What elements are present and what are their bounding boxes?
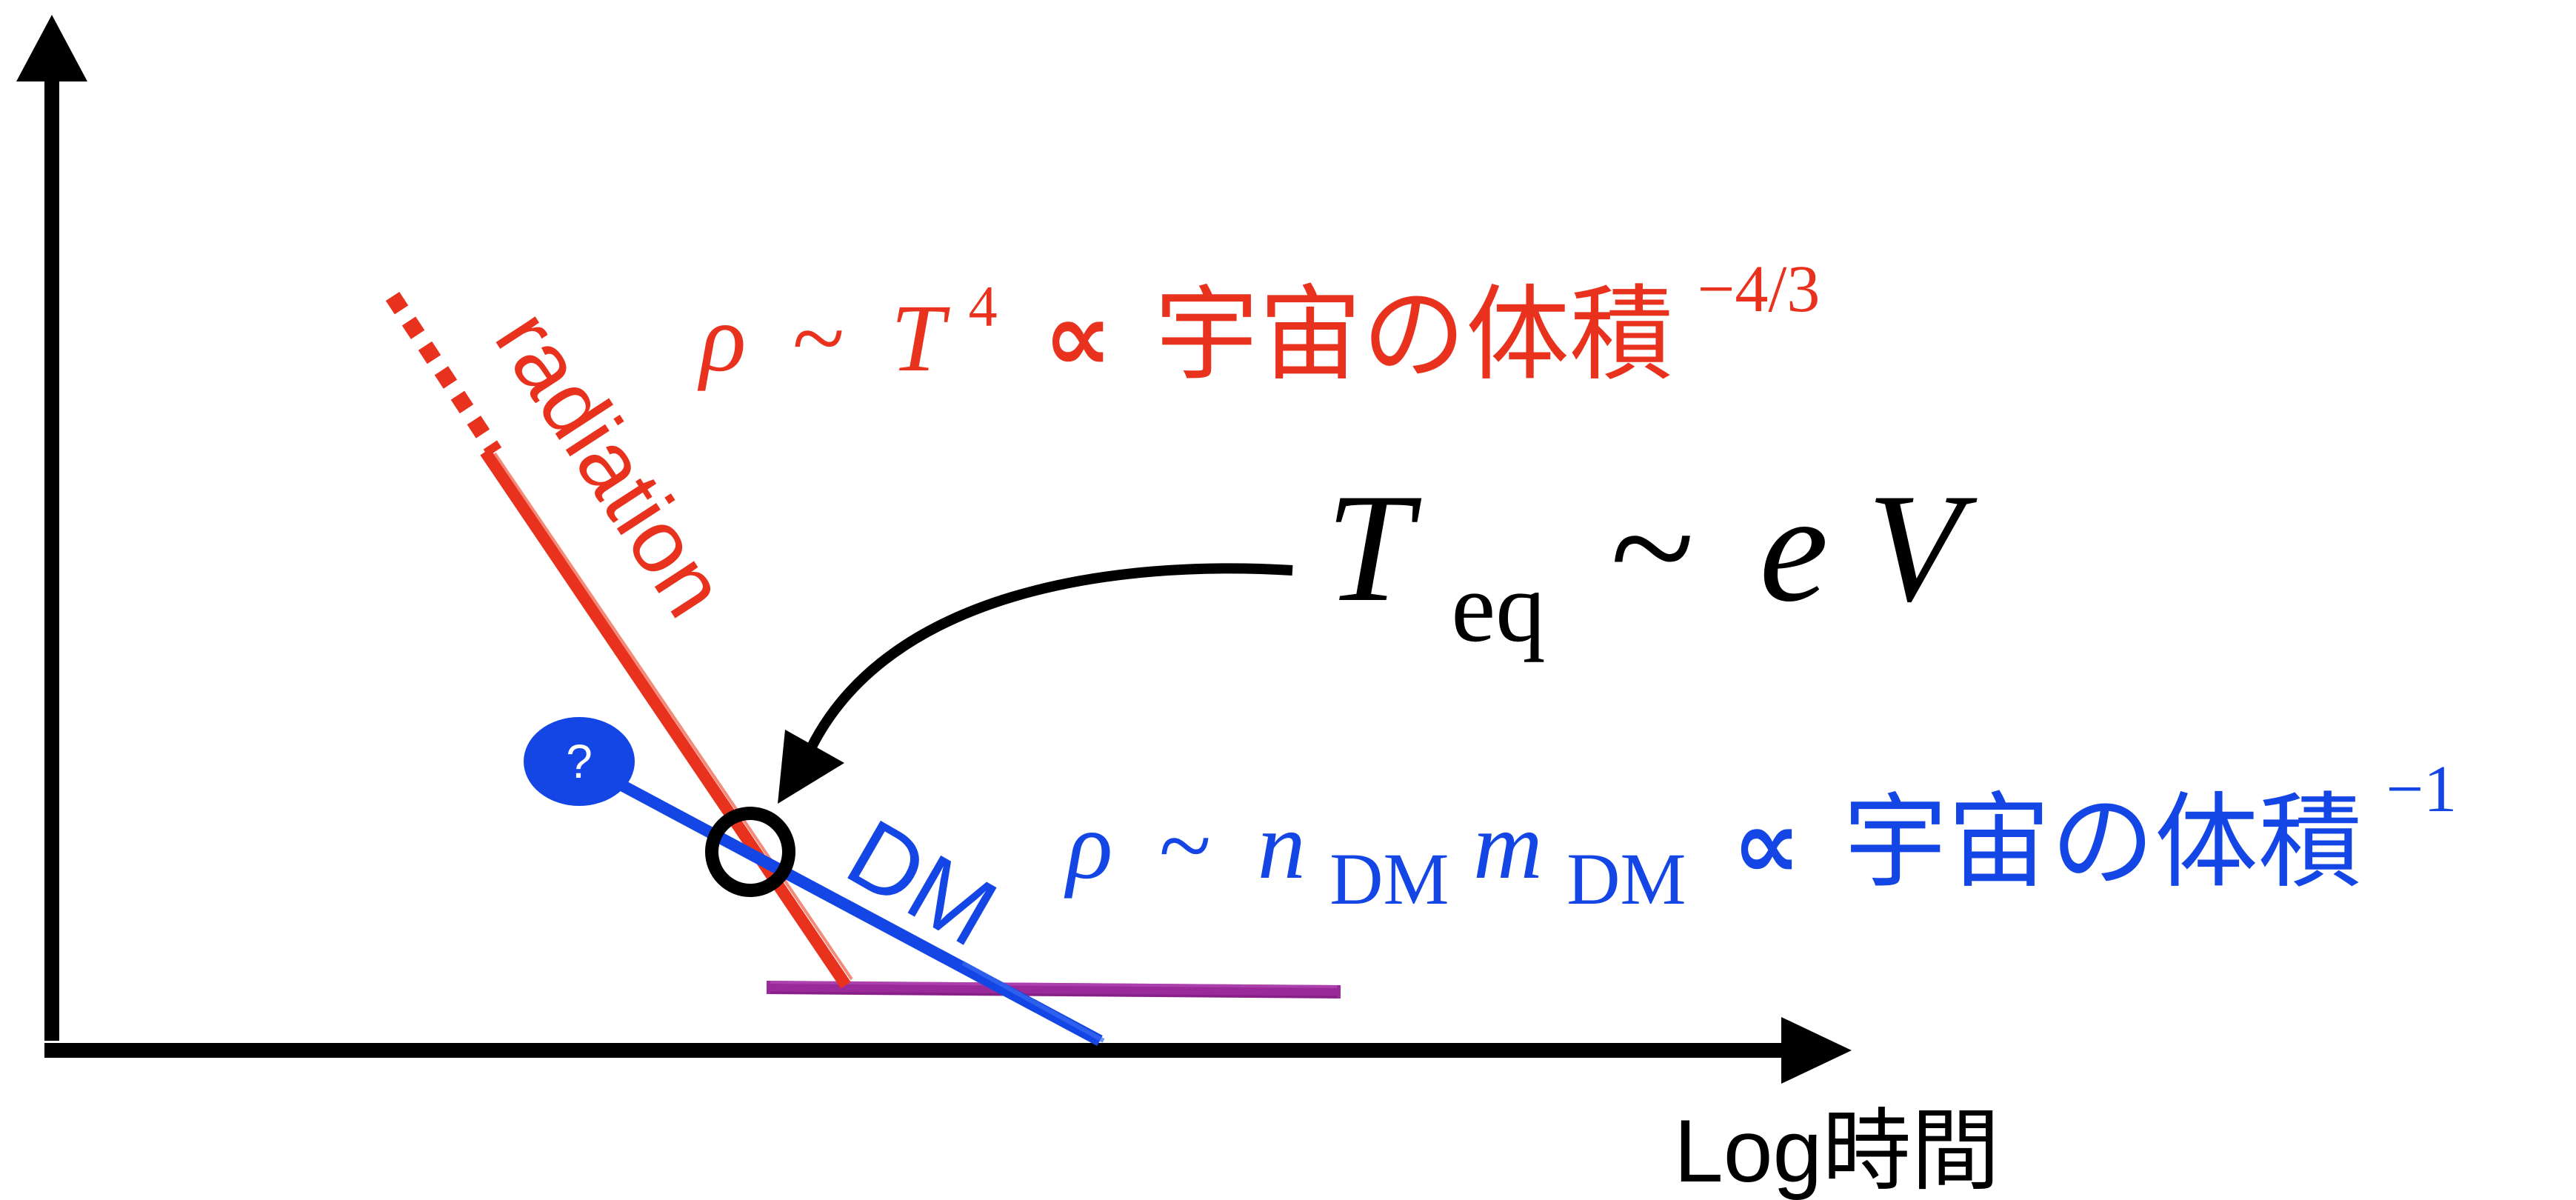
radiation-eq-volume-exp: −4/3 [1698,253,1821,326]
equality-eq-T: T [1326,462,1422,634]
dark-matter-marker-text: ? [566,735,593,788]
dm-eq-rho: ρ [1064,793,1112,899]
dark-matter-start-marker [524,717,635,806]
equality-point-circle [705,807,795,897]
axes: Log時間 [16,15,2000,1200]
dm-eq-n: n [1258,793,1306,899]
radiation-eq-T: T [891,285,950,392]
equality-eq-T-sub: eq [1451,553,1545,663]
radiation-eq-rho: ρ [697,285,746,392]
baseline-line-texture [770,981,1338,988]
equality-arrow [778,563,1293,804]
equality-eq-V: V [1867,462,1978,634]
dm-eq-prop: ∝ [1732,790,1801,899]
equality-eq-sim: ~ [1610,462,1695,634]
radiation-eq-prop: ∝ [1044,283,1112,391]
radiation-line-texture [493,452,853,981]
baseline-line-texture [770,991,1338,999]
dm-eq-volume: 宇宙の体積 [1843,784,2362,900]
radiation-dotted-line [385,291,502,457]
baseline-group [766,981,1341,999]
dm-eq-m: m [1473,793,1543,899]
x-axis-label: Log時間 [1674,1101,2000,1200]
dark-matter-line [612,776,1103,1047]
dark-matter-equation: ρ ~ n DM m DM ∝ 宇宙の体積 −1 [1064,753,2457,925]
equality-eq-e: e [1759,462,1828,634]
equality-arrow-head [778,730,844,804]
dm-eq-m-sub: DM [1566,838,1686,920]
x-axis-arrowhead [1781,1017,1852,1084]
radiation-eq-volume: 宇宙の体積 [1155,276,1673,393]
radiation-line [480,448,851,989]
dm-eq-sim: ~ [1159,793,1211,899]
baseline-line [766,981,1341,999]
dark-matter-label: DM [830,799,1014,967]
equality-arrow-curve [806,563,1293,751]
dm-eq-n-sub: DM [1329,838,1449,920]
dm-eq-volume-exp: −1 [2386,753,2457,826]
equality-equation: T eq ~ e V [1326,462,1978,675]
dark-matter-line-texture [961,961,1105,1043]
radiation-equation: ρ ~ T 4 ∝ 宇宙の体積 −4/3 [697,241,1820,393]
radiation-eq-sim: ~ [793,285,844,392]
y-axis-arrowhead [16,15,87,81]
radiation-eq-T-exp: 4 [969,274,998,339]
